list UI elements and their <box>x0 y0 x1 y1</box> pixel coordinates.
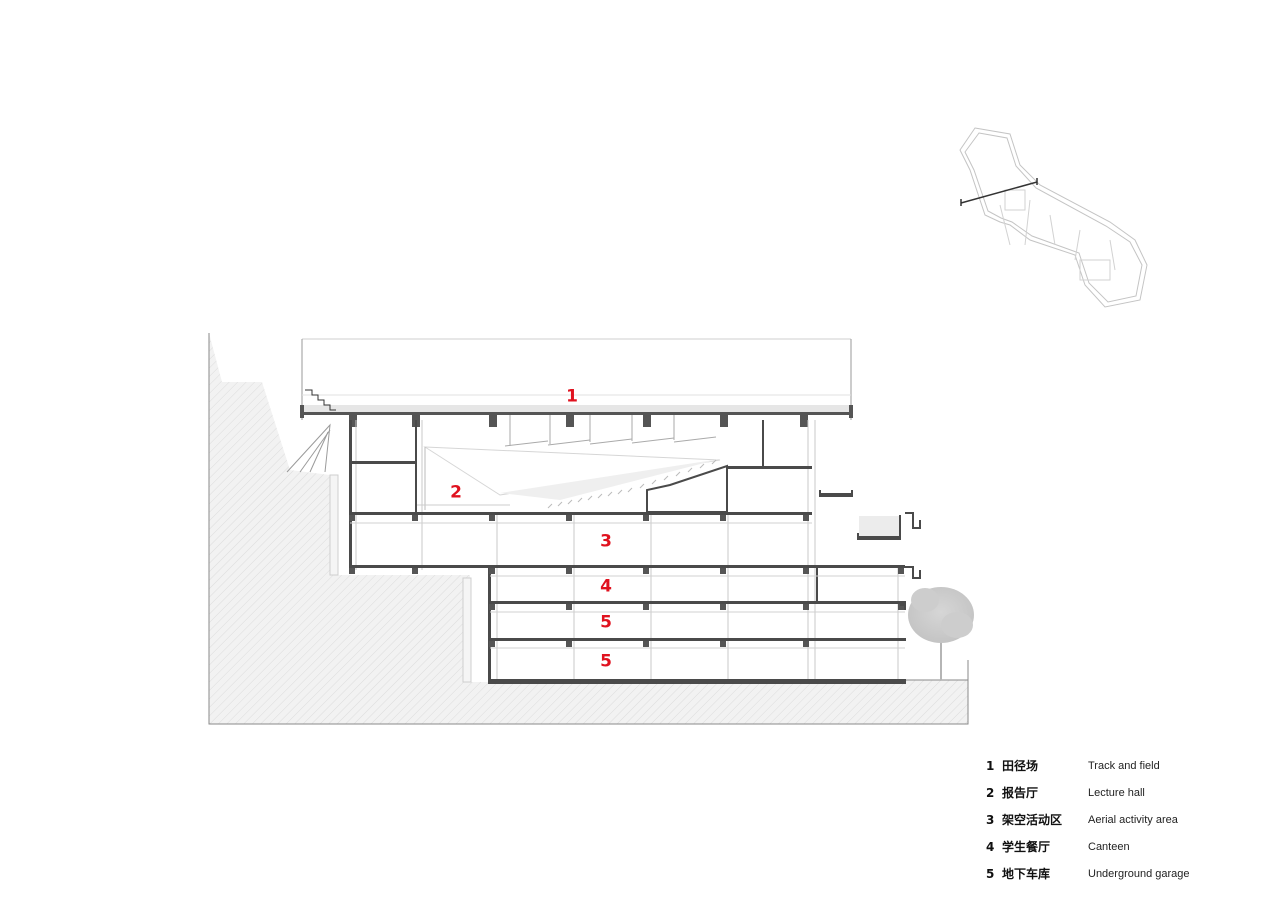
label-lecture-hall: 2 <box>450 482 462 503</box>
legend-chinese-label: 架空活动区 <box>1002 813 1063 827</box>
label-garage-upper: 5 <box>600 612 612 633</box>
legend-chinese-label: 田径场 <box>1002 759 1039 773</box>
legend-english-label: Track and field <box>1088 759 1160 772</box>
label-track-field: 1 <box>566 386 578 407</box>
legend-english-label: Canteen <box>1088 840 1130 853</box>
legend-chinese-label: 学生餐厅 <box>1002 840 1051 854</box>
legend-number: 5 <box>986 866 995 881</box>
key-plan <box>959 127 1148 308</box>
legend-english-label: Aerial activity area <box>1088 813 1178 826</box>
retaining-structure <box>286 423 472 683</box>
legend-item: 4 学生餐厅 Canteen <box>986 833 1246 860</box>
legend-item: 1 田径场 Track and field <box>986 752 1246 779</box>
legend-item: 3 架空活动区 Aerial activity area <box>986 806 1246 833</box>
earth-fill <box>208 333 969 725</box>
structure-frame <box>349 420 921 684</box>
lecture-hall-seating <box>417 446 728 513</box>
label-garage-lower: 5 <box>600 651 612 672</box>
legend-item: 2 报告厅 Lecture hall <box>986 779 1246 806</box>
label-aerial-activity: 3 <box>600 531 612 552</box>
legend-number: 2 <box>986 785 995 800</box>
legend-chinese-label: 报告厅 <box>1002 786 1039 800</box>
legend-number: 4 <box>986 839 995 854</box>
legend: 1 田径场 Track and field 2 报告厅 Lecture hall… <box>986 752 1246 887</box>
legend-number: 3 <box>986 812 995 827</box>
label-canteen: 4 <box>600 576 612 597</box>
legend-english-label: Underground garage <box>1088 867 1190 880</box>
legend-chinese-label: 地下车库 <box>1002 867 1051 881</box>
legend-item: 5 地下车库 Underground garage <box>986 860 1246 887</box>
section-cut-line <box>960 178 1038 206</box>
legend-english-label: Lecture hall <box>1088 786 1145 799</box>
track-field-volume <box>300 338 853 447</box>
legend-number: 1 <box>986 758 995 773</box>
tree-illustration <box>908 587 974 680</box>
